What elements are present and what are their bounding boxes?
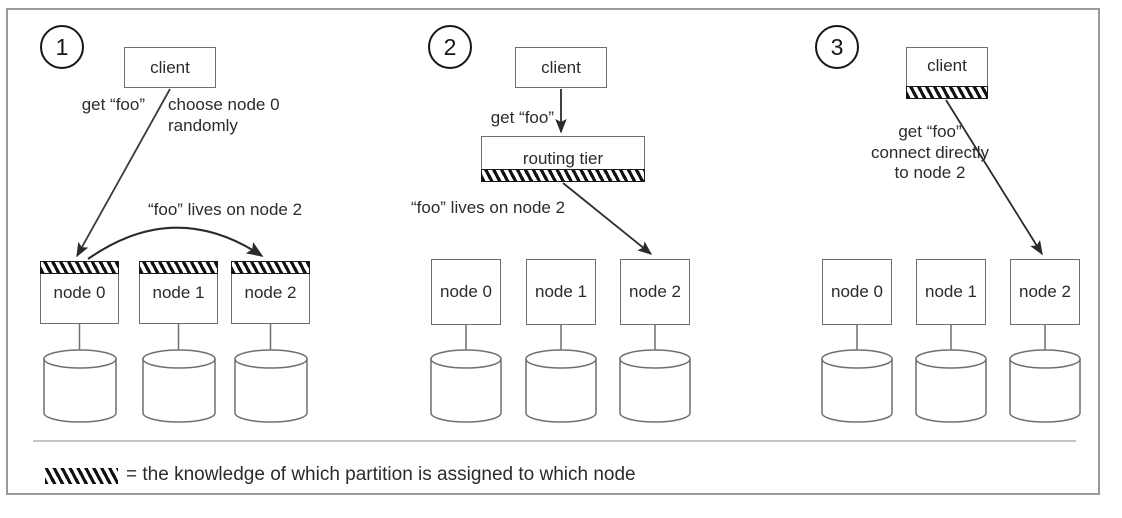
panel1-client-label: client [150,57,190,77]
panel3-node-2-label: node 2 [1019,282,1071,301]
step-number-3: 3 [815,25,859,69]
panel1-annotation-choose-node: choose node 0 randomly [168,95,280,135]
panel2-annotation-get-foo: get “foo” [490,108,554,127]
step-number-2: 2 [428,25,472,69]
panel1-annotation-get-foo: get “foo” [81,95,145,114]
panel1-node-0-label: node 0 [53,282,106,302]
panel2-node-1-label: node 1 [535,282,587,301]
panel3-client-label: client [927,56,967,75]
panel3-node-0-box: node 0 [822,259,892,325]
panel2-node-2-box: node 2 [620,259,690,325]
panel1-annotation-foo-lives: “foo” lives on node 2 [148,200,303,219]
panel2-node-0-box: node 0 [431,259,501,325]
panel2-store-2-label: “foo” [637,370,673,389]
panel2-client-box: client [515,47,607,88]
legend-description: = the knowledge of which partition is as… [126,464,636,485]
panel3-node-0-label: node 0 [831,282,883,301]
panel3-node-2-box: node 2 [1010,259,1080,325]
panel2-node-0-label: node 0 [440,282,492,301]
panel3-client-hatch [906,86,988,99]
panel1-node-1-hatch [139,261,218,274]
panel1-client-box: client [124,47,216,88]
panel1-node-2-hatch [231,261,310,274]
panel2-routing-tier-label: routing tier [522,149,604,168]
panel1-node-0-hatch [40,261,119,274]
panel1-node-2-label: node 2 [244,282,297,302]
panel3-node-1-box: node 1 [916,259,986,325]
panel1-node-1-label: node 1 [152,282,205,302]
step-number-1: 1 [40,25,84,69]
panel2-annotation-foo-lives: “foo” lives on node 2 [411,198,566,217]
panel2-node-1-box: node 1 [526,259,596,325]
panel2-node-2-label: node 2 [629,282,681,301]
panel2-routing-tier-hatch [481,169,645,182]
legend-hatched-band-swatch [45,468,118,484]
panel3-store-2-label: “foo” [1027,370,1063,389]
panel2-client-label: client [541,57,581,77]
panel3-node-1-label: node 1 [925,282,977,301]
panel3-annotation-get-foo-connect: get “foo” connect directly to node 2 [870,122,990,183]
panel1-store-2-label: “foo” [253,370,289,389]
